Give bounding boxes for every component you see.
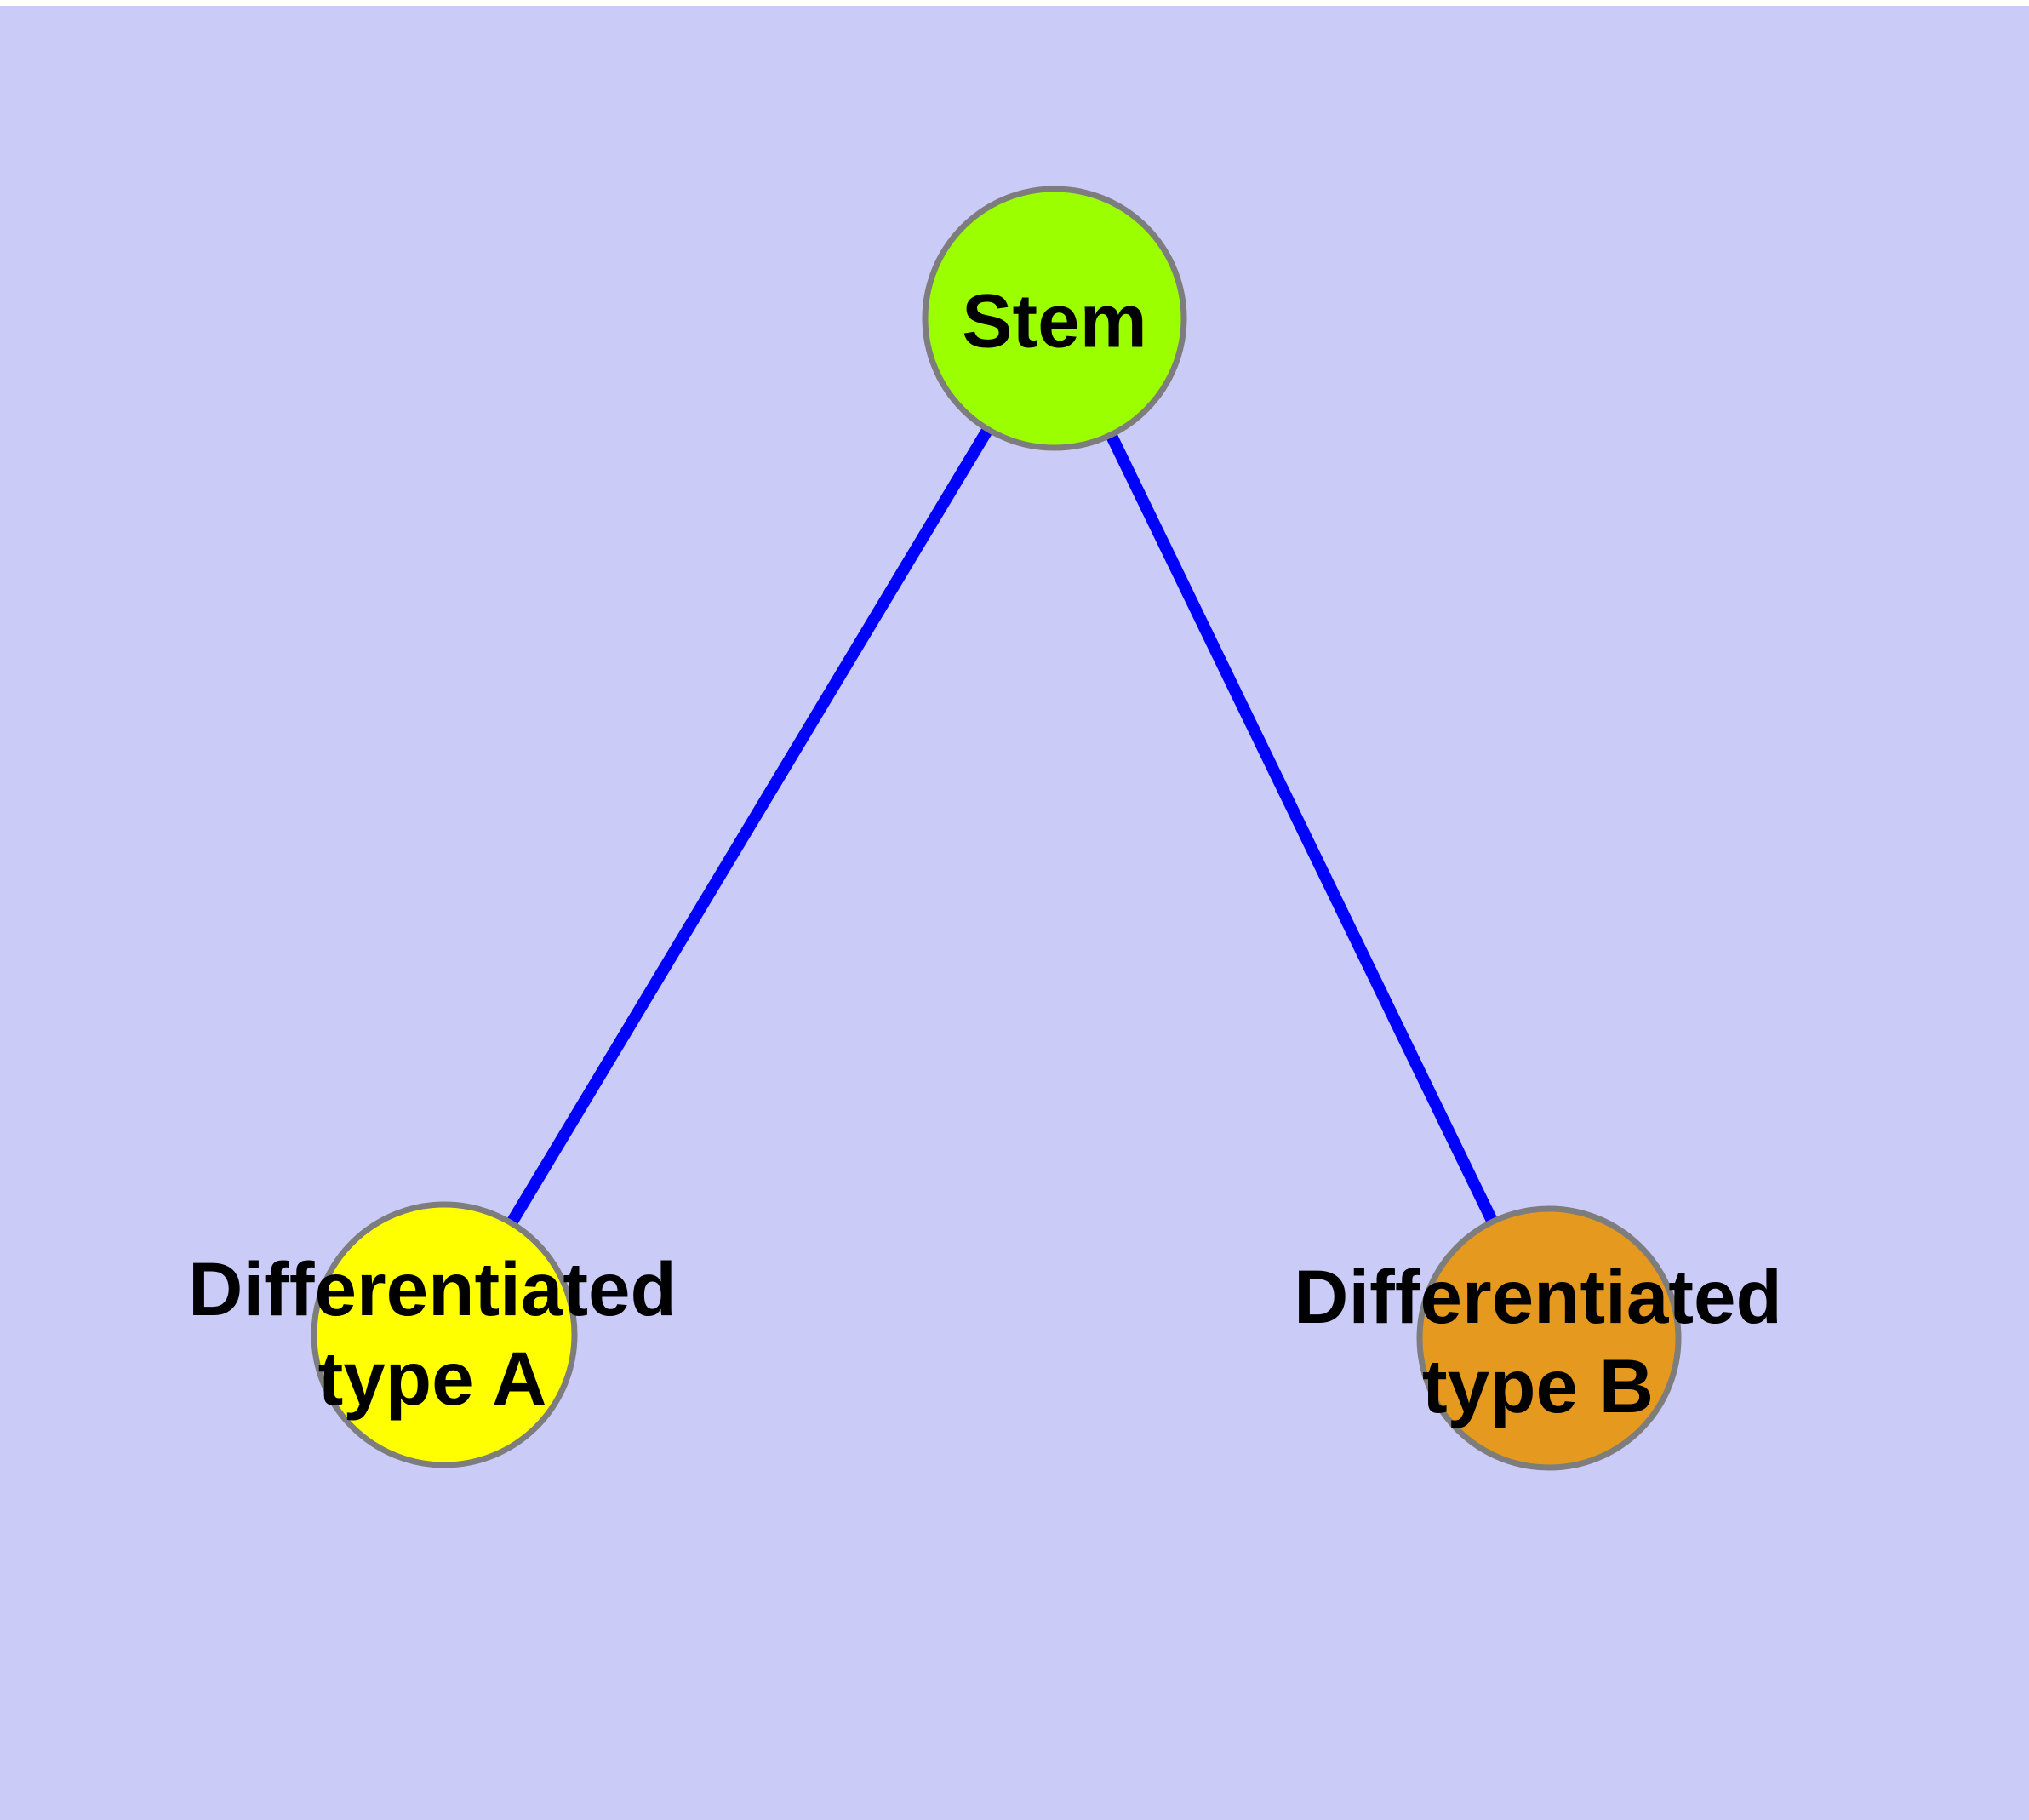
edge-stem-to-type-b: [1049, 315, 1555, 1342]
top-margin: [0, 0, 2029, 6]
edge-stem-to-type-a: [438, 315, 1060, 1338]
node-label-differentiated-type-a: Differentiated type A: [188, 1246, 677, 1421]
node-type-a-circle: [311, 1201, 578, 1468]
node-label-differentiated-type-b: Differentiated type B: [1294, 1254, 1782, 1428]
node-type-b-circle: [1416, 1205, 1682, 1471]
node-stem-circle: [922, 186, 1187, 451]
node-label-stem: Stem: [962, 278, 1147, 363]
